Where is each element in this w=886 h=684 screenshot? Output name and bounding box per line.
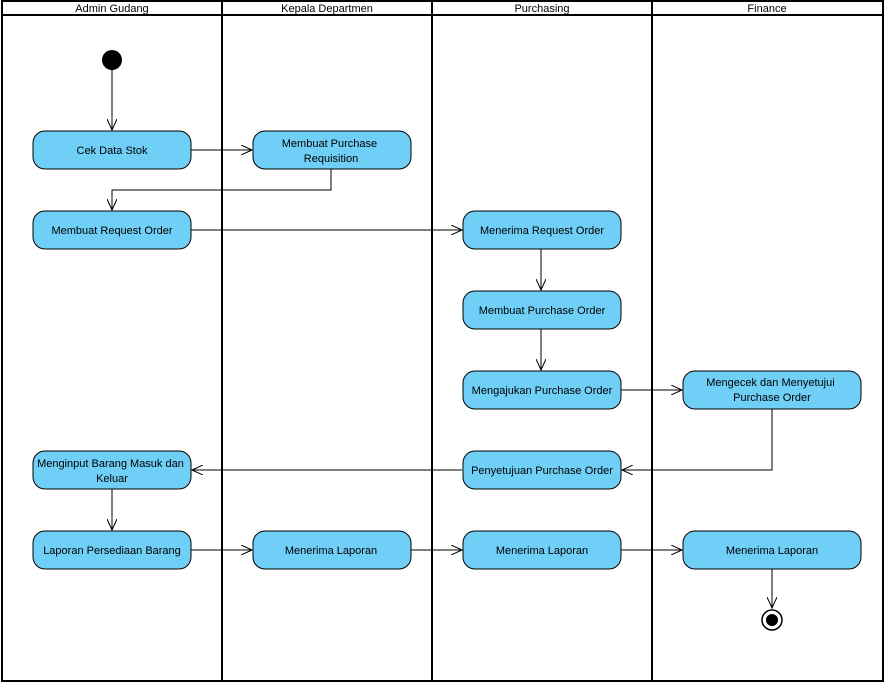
svg-text:Menerima Request Order: Menerima Request Order <box>480 225 604 237</box>
activity-mengecek-dan-menyetujui[interactable]: Mengecek dan Menyetujui Purchase Order <box>682 370 862 410</box>
svg-text:Membuat Request Order: Membuat Request Order <box>51 225 172 237</box>
svg-text:Menerima Laporan: Menerima Laporan <box>726 545 818 557</box>
svg-text:Mengecek dan Menyetujui: Mengecek dan Menyetujui Purchase Order <box>706 377 837 404</box>
lane-title-finance: Finance <box>747 3 786 15</box>
svg-text:Cek Data Stok: Cek Data Stok <box>77 145 148 157</box>
flow-mengecek-to-penyetujuan <box>622 409 773 470</box>
svg-text:Membuat Purchase Requisi: Membuat Purchase Requisition <box>282 138 380 165</box>
svg-text:Menerima Laporan: Menerima Laporan <box>285 545 377 557</box>
flow-requisition-to-request <box>112 169 332 210</box>
svg-text:Menerima Laporan: Menerima Laporan <box>496 545 588 557</box>
flows <box>112 70 772 608</box>
svg-text:Membuat Purchase Order: Membuat Purchase Order <box>479 305 606 317</box>
end-node <box>761 609 783 631</box>
activity-menerima-laporan-finance[interactable]: Menerima Laporan <box>682 530 862 570</box>
svg-text:Menginput Barang Masuk dan: Menginput Barang Masuk dan Keluar <box>37 458 187 485</box>
start-node <box>102 50 122 70</box>
svg-text:Laporan Persediaan Barang: Laporan Persediaan Barang <box>43 545 181 557</box>
svg-text:Mengajukan Purchase Order: Mengajukan Purchase Order <box>472 385 613 397</box>
svg-text:Penyetujuan Purchase Order: Penyetujuan Purchase Order <box>471 465 613 477</box>
activity-penyetujuan-purchase-order[interactable]: Penyetujuan Purchase Order <box>462 450 622 490</box>
activity-membuat-purchase-order[interactable]: Membuat Purchase Order <box>462 290 622 330</box>
lane-title-admin-gudang: Admin Gudang <box>75 3 148 15</box>
activity-membuat-request-order[interactable]: Membuat Request Order <box>32 210 192 250</box>
activity-menerima-request-order[interactable]: Menerima Request Order <box>462 210 622 250</box>
activity-mengajukan-purchase-order[interactable]: Mengajukan Purchase Order <box>462 370 622 410</box>
lane-title-kepala-departmen: Kepala Departmen <box>281 3 373 15</box>
activity-menerima-laporan-purchasing[interactable]: Menerima Laporan <box>462 530 622 570</box>
activity-menginput-barang[interactable]: Menginput Barang Masuk dan Keluar <box>32 450 192 490</box>
lane-title-purchasing: Purchasing <box>514 3 569 15</box>
activity-menerima-laporan-kepala[interactable]: Menerima Laporan <box>252 530 412 570</box>
activity-membuat-purchase-requisition[interactable]: Membuat Purchase Requisition <box>252 130 412 170</box>
activity-cek-data-stok[interactable]: Cek Data Stok <box>32 130 192 170</box>
activity-laporan-persediaan-barang[interactable]: Laporan Persediaan Barang <box>32 530 192 570</box>
